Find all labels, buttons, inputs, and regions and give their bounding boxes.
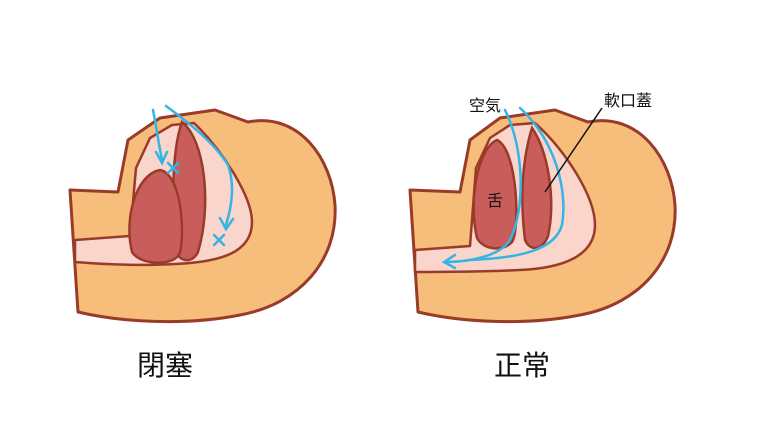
panel-normal: 空気 軟口蓋 舌 正常 [408, 91, 677, 382]
label-tongue: 舌 [487, 191, 503, 210]
blockage-mark-upper [166, 161, 180, 175]
label-soft-palate: 軟口蓋 [604, 91, 652, 110]
tongue-obstructed [128, 168, 184, 264]
blockage-marks [166, 161, 226, 247]
palate-pointer-line [544, 107, 603, 193]
tongue-normal [472, 138, 518, 250]
airflow-line-outer [468, 106, 565, 262]
airflow-line-throat [164, 104, 234, 227]
caption-obstructed: 閉塞 [137, 349, 193, 382]
blockage-mark-lower [212, 233, 226, 247]
panel-obstructed: 閉塞 [68, 104, 337, 382]
airflow-arrowhead-throat [218, 216, 235, 232]
label-air: 空気 [469, 96, 501, 115]
caption-normal: 正常 [494, 349, 550, 382]
airflow-arrowhead-nose [154, 150, 169, 166]
airflow-arrowhead-out [441, 253, 457, 270]
airflow-arrows-normal [441, 106, 565, 270]
soft-palate-normal [521, 125, 553, 249]
airflow-line-nose [151, 108, 164, 162]
airflow-arrows-obstructed [151, 104, 235, 232]
